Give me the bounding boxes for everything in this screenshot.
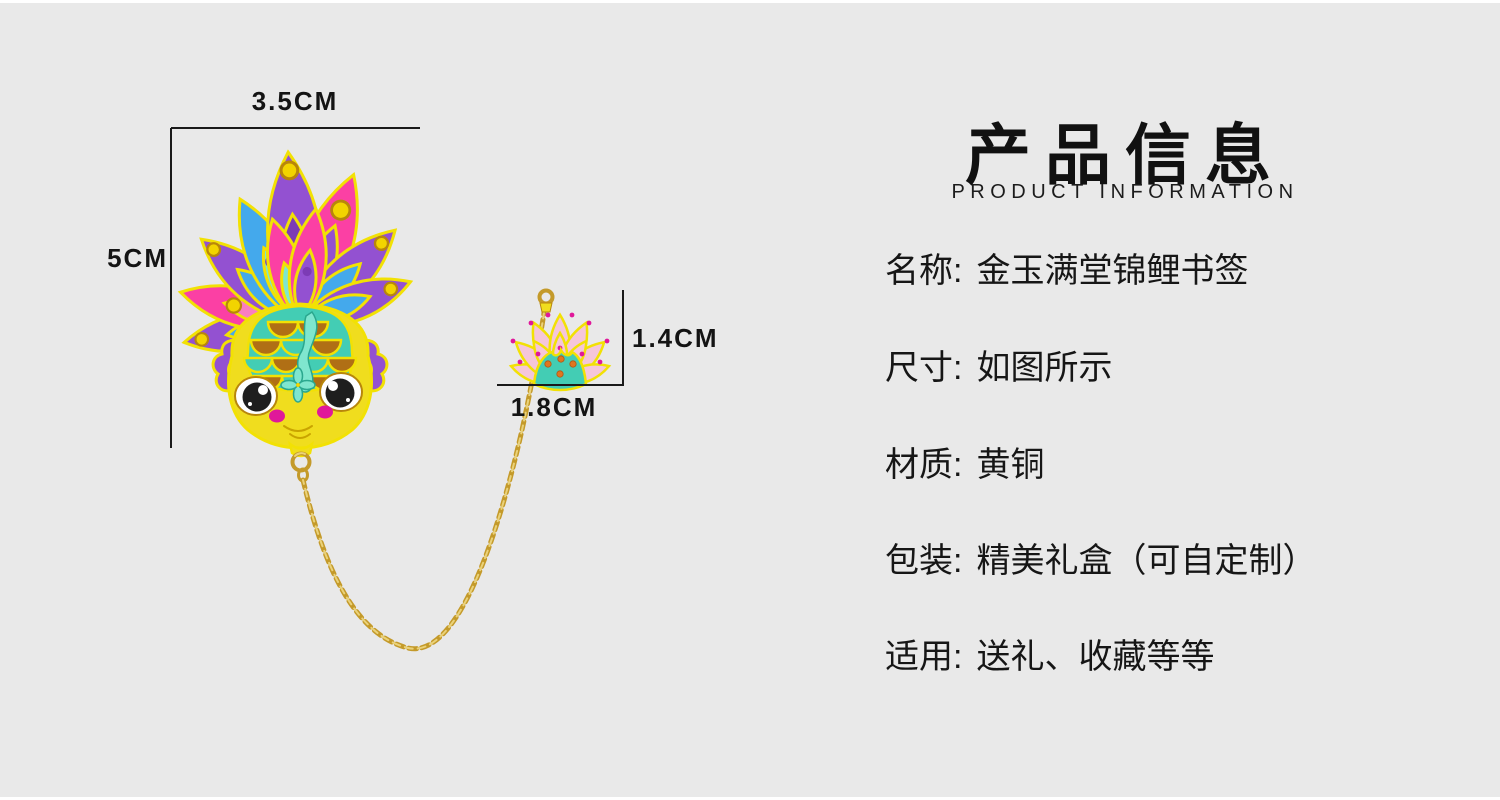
spec-row-name: 名称: 金玉满堂锦鲤书签	[885, 249, 1248, 293]
spec-row-usage: 适用: 送礼、收藏等等	[885, 635, 1214, 679]
right-eye	[319, 372, 363, 412]
height-dimension-line	[170, 128, 172, 448]
width-dimension-label: 3.5CM	[251, 86, 339, 116]
right-cheek	[317, 405, 333, 419]
charm-width-dimension-label: 1.8CM	[510, 392, 598, 422]
left-eye	[234, 376, 278, 416]
spec-row-material: 材质: 黄铜	[885, 443, 1044, 487]
spec-label: 适用:	[885, 638, 963, 676]
bottom-edge-strip	[0, 797, 1500, 800]
chin-line	[289, 433, 311, 439]
lotus-crown	[532, 346, 588, 392]
spec-value: 送礼、收藏等等	[976, 638, 1215, 676]
mouth-line	[283, 425, 313, 432]
info-panel: 产品信息 PRODUCT INFORMATION 名称: 金玉满堂锦鲤书签 尺寸…	[885, 0, 1445, 800]
height-dimension-label: 5CM	[107, 243, 168, 273]
left-cheek	[269, 409, 285, 423]
page-title: 产品信息	[965, 120, 1285, 193]
width-dimension-line	[171, 127, 420, 129]
spec-value: 精美礼盒（可自定制）	[976, 542, 1317, 580]
spec-row-packaging: 包装: 精美礼盒（可自定制）	[885, 539, 1316, 583]
forehead-flower	[280, 367, 316, 403]
bail-and-ring	[287, 440, 315, 483]
charm-height-dimension-label: 1.4CM	[632, 323, 719, 353]
charm-width-dimension-line	[497, 384, 623, 386]
spec-value: 如图所示	[976, 349, 1113, 387]
spec-label: 材质:	[885, 446, 963, 484]
top-edge-strip	[0, 0, 1500, 3]
fish-face	[234, 367, 363, 439]
goldfish-bookmark-illustration	[174, 0, 613, 652]
spec-label: 尺寸:	[885, 349, 963, 387]
spec-label: 名称:	[885, 252, 963, 290]
page-subtitle: PRODUCT INFORMATION	[951, 181, 1299, 203]
tail-fin-petals	[174, 150, 419, 362]
charm-height-dimension-line	[622, 290, 624, 386]
lotus-petal-dots	[510, 312, 610, 365]
lotus-charm	[507, 288, 613, 392]
spec-label: 包装:	[885, 542, 963, 580]
spec-value: 金玉满堂锦鲤书签	[976, 252, 1249, 290]
spec-value: 黄铜	[976, 446, 1045, 484]
product-photo-area: 3.5CM 5CM 1.4CM 1.8CM	[107, 0, 719, 652]
charm-loop	[537, 288, 555, 306]
spec-row-size: 尺寸: 如图所示	[885, 346, 1112, 390]
